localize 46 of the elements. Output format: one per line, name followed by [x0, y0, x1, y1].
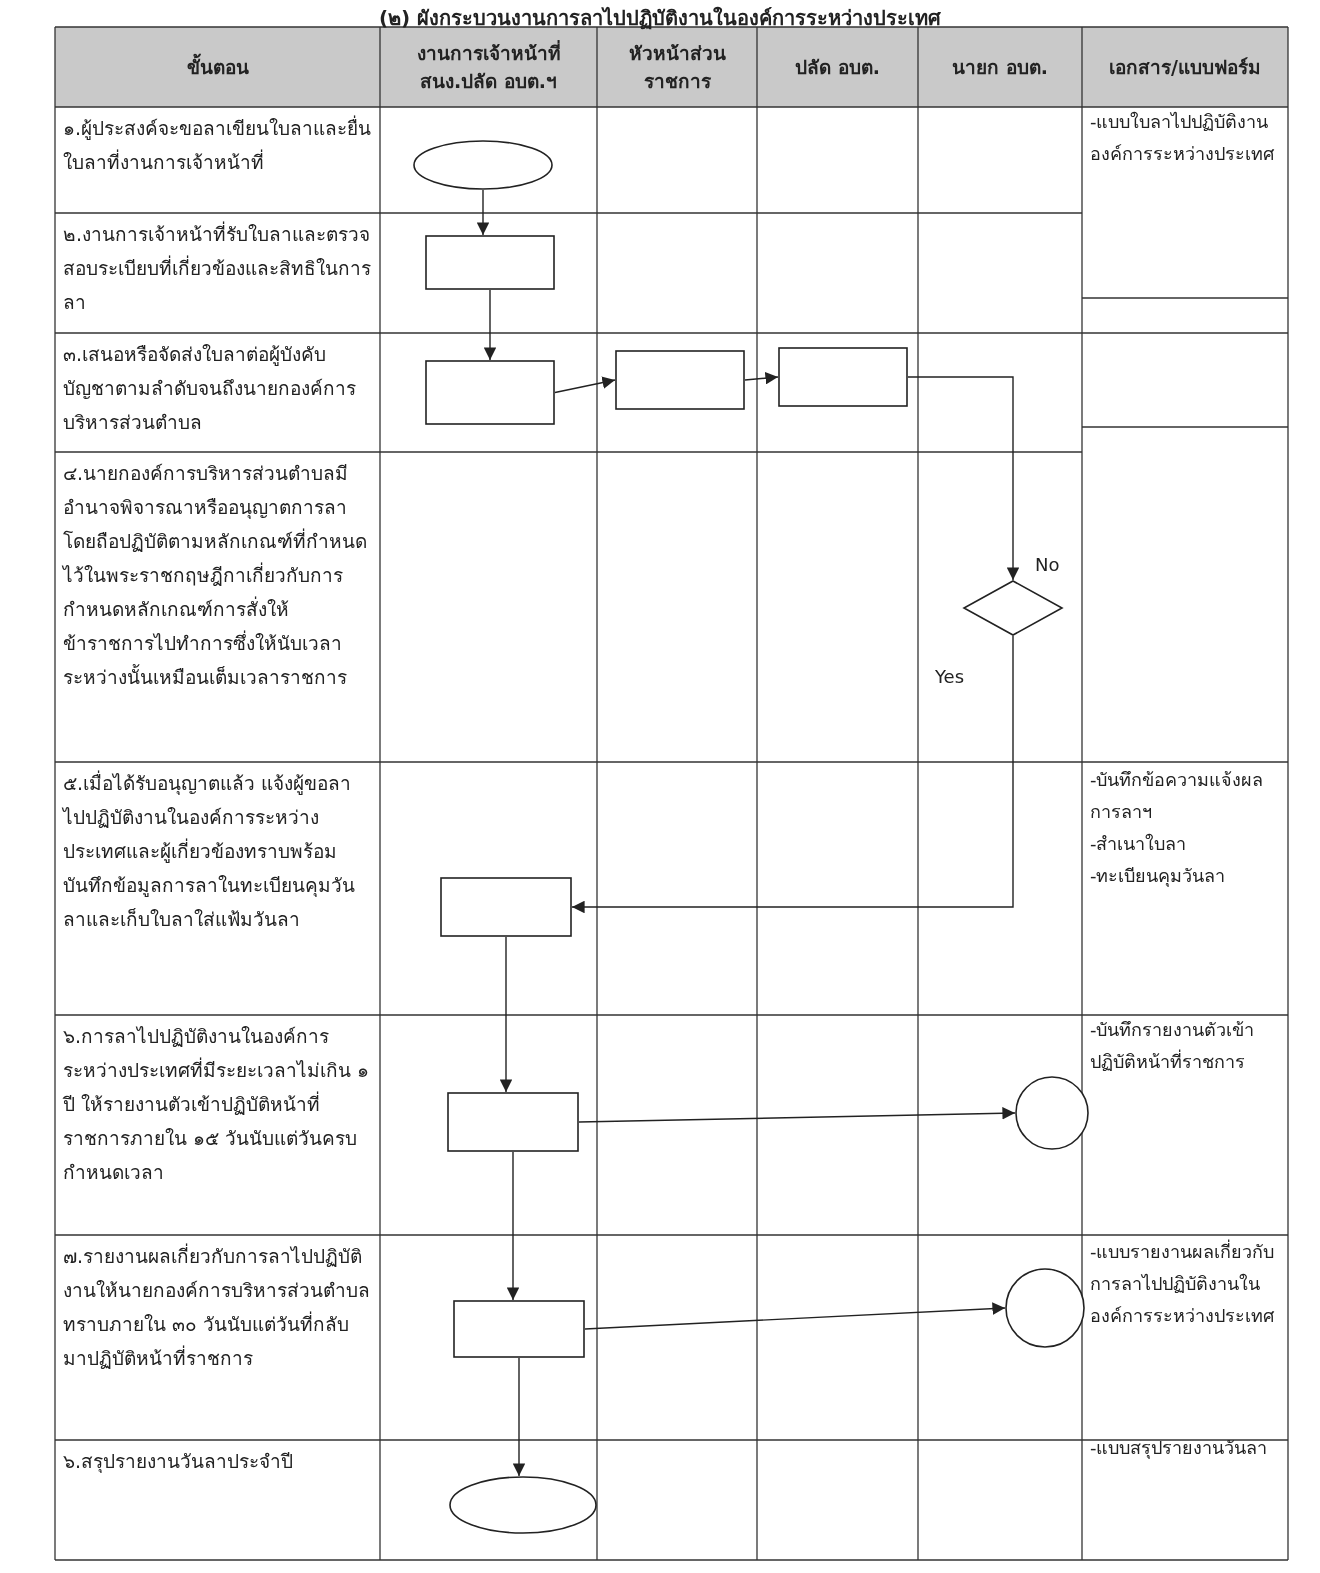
step-text: ๕.เมื่อได้รับอนุญาตแล้ว แจ้งผู้ขอลาไปปฏิบัติงานในองค์การระหว่างประเทศและผู้เกี่ยวข้องทราบพร้อมบันทึกข้อมูลการลาในทะเบียนคุมวันลาและเก็บใบลาใส่แฟ้มวันลา — [63, 769, 356, 932]
document-text: -บันทึกข้อความแจ้งผลการลาฯ — [1090, 768, 1265, 824]
process-box — [615, 350, 745, 410]
step-text: ๑.ผู้ประสงค์จะขอลาเขียนใบลาและยื่นใบลาที่งานการเจ้าหน้าที่ — [63, 114, 372, 175]
document-text: -สำเนาใบลา — [1090, 832, 1188, 856]
document-text: -แบบใบลาไปปฏิบัติงานองค์การระหว่างประเทศ — [1090, 110, 1275, 166]
terminal-ellipse — [449, 1476, 597, 1534]
terminal-ellipse — [413, 140, 553, 190]
document-text: -แบบรายงานผลเกี่ยวกับการลาไปปฏิบัติงานในองค์การระหว่างประเทศ — [1090, 1238, 1276, 1328]
arrow — [907, 376, 1020, 581]
step-text: ๔.นายกองค์การบริหารส่วนตำบลมีอำนาจพิจารณาหรืออนุญาตการลาโดยถือปฏิบัติตามหลักเกณฑ์ที่กำหนดไว้ในพระราชกฤษฎีกาเกี่ยวกับการกำหนดหลักเกณฑ์การสั่งให้ข้าราชการไปทำการซึ่งให้นับเวลาระหว่างนั้นเหมือนเต็มเวลาราชการ — [63, 461, 368, 690]
arrow — [554, 376, 616, 394]
step-text: ๒.งานการเจ้าหน้าที่รับใบลาและตรวจสอบระเบียบที่เกี่ยวข้องและสิทธิในการลา — [63, 220, 372, 315]
branch-label: No — [1035, 554, 1060, 576]
column-header: งานการเจ้าหน้าที่สนง.ปลัด อบต.ฯ — [415, 39, 562, 94]
arrow — [584, 1302, 1006, 1330]
step-text: ๗.รายงานผลเกี่ยวกับการลาไปปฏิบัติงานให้นายกองค์การบริหารส่วนตำบลทราบภายใน ๓๐ วันนับแต่วันที่กลับมาปฏิบัติหน้าที่ราชการ — [63, 1242, 371, 1371]
arrow — [744, 371, 779, 385]
connector-circle — [1015, 1076, 1089, 1150]
column-header: นายก อบต. — [951, 55, 1049, 80]
column-header: ขั้นตอน — [63, 53, 372, 81]
process-box — [447, 1092, 579, 1152]
arrow — [476, 189, 490, 236]
step-text: ๓.เสนอหรือจัดส่งใบลาต่อผู้บังคับบัญชาตามลำดับจนถึงนายกองค์การบริหารส่วนตำบล — [63, 342, 357, 435]
arrow — [483, 289, 497, 361]
column-header: หัวหน้าส่วนราชการ — [627, 41, 727, 94]
decision-diamond — [963, 580, 1063, 636]
arrow — [512, 1357, 526, 1477]
document-text: -ทะเบียนคุมวันลา — [1090, 864, 1227, 889]
arrow — [578, 1106, 1016, 1123]
arrow — [499, 936, 513, 1093]
arrow — [506, 1151, 520, 1301]
process-box — [453, 1300, 585, 1358]
process-box — [425, 360, 555, 425]
process-box — [440, 877, 572, 937]
column-header: ปลัด อบต. — [794, 55, 881, 80]
step-text: ๖.สรุปรายงานวันลาประจำปี — [63, 1449, 295, 1475]
column-header: เอกสาร/แบบฟอร์ม — [1108, 55, 1262, 80]
document-text: -แบบสรุปรายงานวันลา — [1090, 1436, 1269, 1461]
title: (๒) ผังกระบวนงานการลาไปปฏิบัติงานในองค์การระหว่างประเทศ — [377, 5, 943, 32]
document-text: -บันทึกรายงานตัวเข้าปฏิบัติหน้าที่ราชการ — [1090, 1018, 1256, 1074]
arrow — [571, 635, 1014, 914]
process-box — [778, 347, 908, 407]
connector-circle — [1005, 1268, 1085, 1348]
process-box — [425, 235, 555, 290]
step-text: ๖.การลาไปปฏิบัติงานในองค์การระหว่างประเทศที่มีระยะเวลาไม่เกิน ๑ ปี ให้รายงานตัวเข้าปฏิบัติหน้าที่ราชการภายใน ๑๕ วันนับแต่วันครบกำหนดเวลา — [63, 1024, 371, 1185]
